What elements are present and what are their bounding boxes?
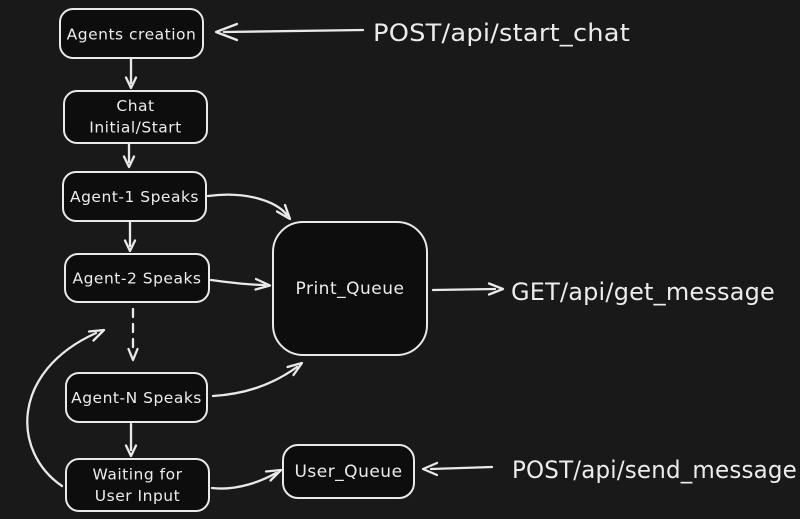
node-box xyxy=(282,444,415,499)
api-label-start-chat: POST/api/start_chat xyxy=(373,19,630,47)
edge-send-message-to-user-queue xyxy=(421,461,494,477)
node-label: User_Queue xyxy=(294,462,402,482)
node-box xyxy=(272,221,428,356)
arrow-right-icon xyxy=(264,468,283,482)
edge-agentn-to-waiting xyxy=(124,422,138,458)
arrow-up-right-icon xyxy=(87,328,106,342)
node-box xyxy=(65,372,208,423)
edge-chat-to-agent1 xyxy=(122,142,136,169)
arrow-down-icon xyxy=(124,444,138,458)
edge-agent2-to-agentn-dashed xyxy=(127,307,139,362)
node-label-line2: Initial/Start xyxy=(89,119,181,137)
edge-agent2-to-print-queue xyxy=(209,277,272,291)
arrow-up-right-icon xyxy=(286,361,304,377)
node-agents-creation: Agents creation xyxy=(59,8,204,59)
node-box xyxy=(65,458,210,512)
edge-agents-creation-to-chat xyxy=(124,57,138,90)
node-user-queue: User_Queue xyxy=(282,444,415,499)
edge-waiting-to-user-queue xyxy=(210,468,283,490)
node-agent-1-speaks: Agent-1 Speaks xyxy=(62,171,207,222)
node-box xyxy=(63,90,208,144)
node-box xyxy=(62,171,207,222)
arrow-down-icon xyxy=(127,347,139,362)
node-waiting-for-user-input: Waiting for User Input xyxy=(65,458,210,512)
node-label: Agents creation xyxy=(67,26,197,44)
api-label-get-message: GET/api/get_message xyxy=(511,278,775,306)
arrow-down-icon xyxy=(122,155,136,169)
node-label-line1: Chat xyxy=(116,97,154,115)
node-label-line1: Waiting for xyxy=(93,466,183,484)
arrow-down-icon xyxy=(124,76,138,90)
node-box xyxy=(64,253,210,303)
api-label-send-message: POST/api/send_message xyxy=(512,456,797,484)
node-label: Agent-2 Speaks xyxy=(72,270,201,288)
edge-start-chat-to-agents-creation xyxy=(214,22,365,42)
node-print-queue: Print_Queue xyxy=(272,221,428,356)
node-chat-initial-start: Chat Initial/Start xyxy=(63,90,208,144)
arrow-right-icon xyxy=(487,282,505,296)
edge-print-queue-to-get-message xyxy=(431,282,505,296)
node-label: Print_Queue xyxy=(296,279,405,299)
node-label-line2: User Input xyxy=(95,487,180,505)
arrow-down-right-icon xyxy=(275,203,292,221)
arrow-right-icon xyxy=(254,277,272,291)
edge-agent1-to-print-queue xyxy=(206,193,292,221)
arrow-down-icon xyxy=(123,239,137,253)
node-agent-n-speaks: Agent-N Speaks xyxy=(65,372,208,423)
edge-waiting-loop-back xyxy=(26,328,106,488)
edge-agent1-to-agent2 xyxy=(123,220,137,253)
node-label: Agent-1 Speaks xyxy=(70,188,199,206)
edge-agentn-to-print-queue xyxy=(211,361,304,398)
arrow-left-icon xyxy=(421,461,439,477)
node-label: Agent-N Speaks xyxy=(71,389,202,407)
arrow-left-icon xyxy=(214,22,239,42)
node-agent-2-speaks: Agent-2 Speaks xyxy=(64,253,210,303)
